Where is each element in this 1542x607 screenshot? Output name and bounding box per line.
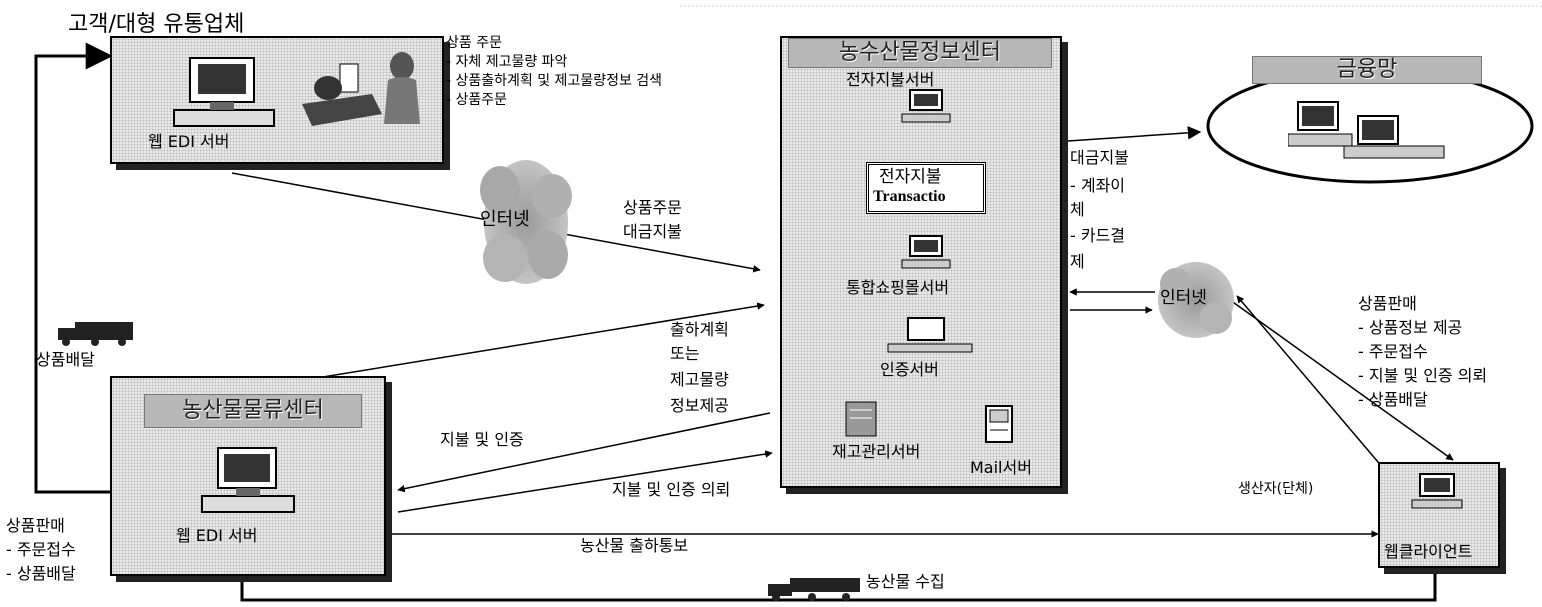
transaction-box: 전자지불 Transactio [866, 162, 986, 214]
customer-note-0: 상품 주문 [446, 35, 502, 51]
pay-auth-line [397, 412, 771, 493]
order-label-1: 대금지불 [623, 222, 682, 241]
transaction-label-1: Transactio [873, 188, 946, 205]
internet-cloud-left [480, 160, 572, 284]
web-client-label: 웹클라이언트 [1384, 542, 1473, 561]
shopping-server-label: 통합쇼핑몰서버 [846, 278, 950, 297]
delivery-label: 상품배달 [36, 350, 95, 369]
customer-title: 고객/대형 유통업체 [68, 12, 245, 37]
sales-right-3: - 지불 및 인증 의뢰 [1358, 366, 1488, 385]
transaction-label-0: 전자지불 [879, 167, 942, 187]
internet-to-client [1229, 299, 1454, 461]
internet-cloud-right [1158, 262, 1234, 338]
office-worker-icon [302, 52, 420, 126]
shipping-info-2: 제고물량 [670, 370, 729, 389]
pay-auth-label: 지불 및 인증 [440, 430, 524, 449]
logistics-server-label: 웹 EDI 서버 [176, 526, 258, 545]
center-title: 농수산물정보센터 [788, 38, 1052, 68]
ship-notice-label: 농산물 출하통보 [580, 536, 689, 555]
payment-server-icon [901, 89, 951, 123]
mail-server-label: Mail서버 [970, 458, 1032, 477]
sales-left-0: 상품판매 [6, 516, 65, 535]
inventory-server-label: 재고관리서버 [832, 442, 921, 461]
collection-label: 농산물 수집 [866, 572, 945, 591]
payment-method-1: - 계좌이 [1070, 176, 1126, 195]
payment-server-label: 전자지불서버 [846, 70, 935, 89]
payment-method-2: 체 [1070, 200, 1085, 219]
customer-box: 웹 EDI 서버 [110, 36, 444, 164]
center-box: 농수산물정보센터 전자지불서버 전자지불 Transactio 통합쇼핑몰서버 … [780, 36, 1062, 488]
computer-icon [173, 57, 275, 127]
shipping-info-1: 또는 [670, 344, 700, 363]
finance-title: 금융망 [1252, 56, 1482, 84]
customer-note-1: - 자체 제고물량 파악 [446, 54, 568, 70]
producer-label: 생산자(단체) [1238, 481, 1314, 497]
sales-left-1: - 주문접수 [6, 540, 76, 559]
shipping-info-3: 정보제공 [670, 396, 729, 415]
internet-label-right: 인터넷 [1160, 288, 1207, 308]
logistics-title: 농산물물류센터 [144, 394, 362, 428]
payment-method-4: 제 [1070, 252, 1085, 271]
pay-auth-request-label: 지불 및 인증 의뢰 [612, 480, 731, 499]
logistics-box: 농산물물류센터 웹 EDI 서버 [110, 376, 386, 576]
internet-label-left: 인터넷 [480, 209, 530, 230]
sales-right-2: - 주문접수 [1358, 342, 1428, 361]
customer-server-label: 웹 EDI 서버 [148, 132, 230, 151]
sales-left-2: - 상품배달 [6, 564, 76, 583]
sales-right-4: - 상품배달 [1358, 390, 1428, 409]
truck-icon-left [58, 322, 133, 346]
web-client-computer-icon [1411, 473, 1463, 509]
loop-arrow-to-customer [34, 42, 113, 494]
mail-server-icon [985, 405, 1013, 443]
truck-icon-bottom [768, 578, 860, 601]
cert-server-label: 인증서버 [880, 360, 939, 379]
finance-servers-icon [1288, 101, 1445, 159]
web-client-box: 웹클라이언트 [1378, 462, 1500, 568]
collection-arrow [228, 550, 1437, 602]
sales-right-0: 상품판매 [1358, 294, 1417, 313]
finance-line [1067, 126, 1202, 142]
shipping-info-line [279, 302, 765, 385]
shipping-info-0: 출하계획 [670, 320, 729, 339]
payment-method-3: - 카드결 [1070, 226, 1126, 245]
client-to-internet [1236, 295, 1396, 483]
order-label-0: 상품주문 [623, 198, 682, 217]
inventory-server-icon [845, 401, 877, 437]
customer-note-2: - 상품출하계획 및 제고물량정보 검색 [446, 73, 663, 89]
logistics-computer-icon [201, 447, 295, 513]
customer-note-3: - 상품주문 [446, 92, 508, 108]
payment-method-0: 대금지불 [1070, 148, 1129, 167]
shopping-server-icon [901, 235, 951, 269]
pay-auth-request-line [397, 450, 773, 513]
cert-server-icon [887, 317, 973, 353]
sales-right-1: - 상품정보 제공 [1358, 318, 1463, 337]
